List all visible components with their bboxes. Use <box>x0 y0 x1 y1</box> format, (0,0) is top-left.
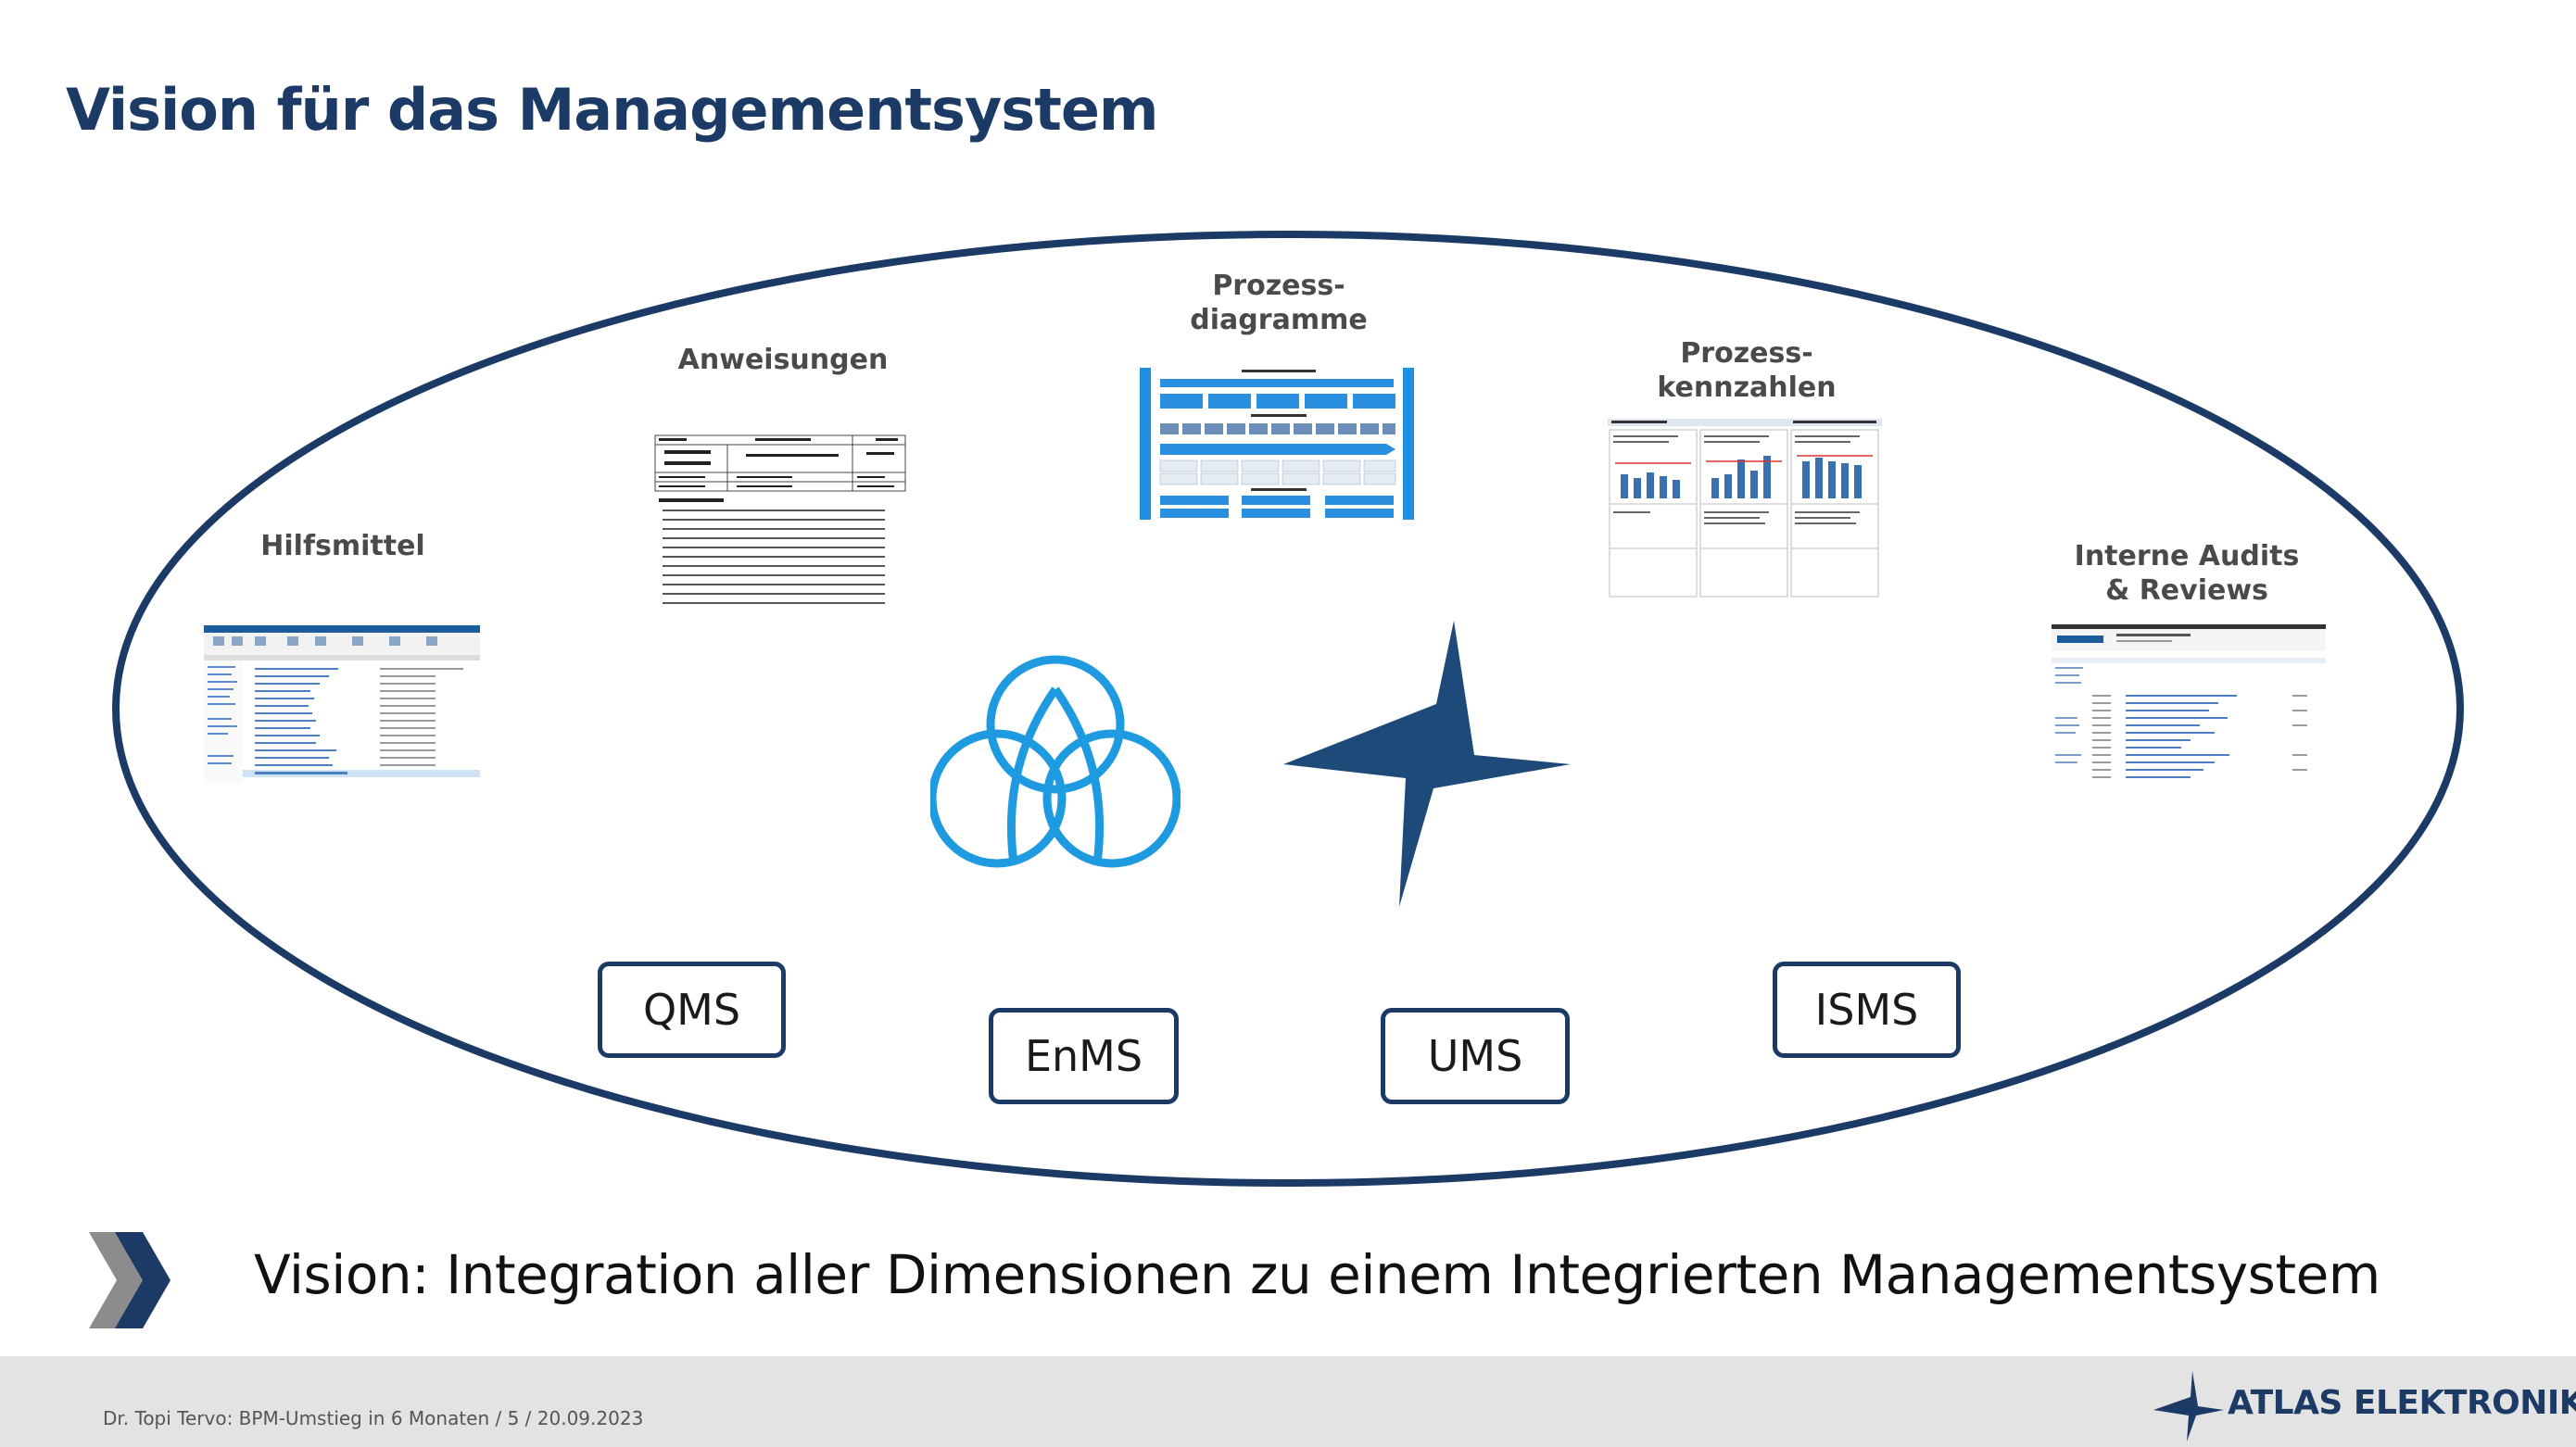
vision-statement: Vision: Integration aller Dimensionen zu… <box>254 1243 2380 1306</box>
enms-button[interactable]: EnMS <box>989 1008 1179 1104</box>
prozessdiagramme-thumbnail <box>1140 366 1414 522</box>
lightning-star-icon <box>1283 621 1571 907</box>
hilfsmittel-thumbnail <box>204 625 480 783</box>
footer-band <box>0 1356 2576 1447</box>
qms-button[interactable]: QMS <box>598 962 786 1058</box>
venn-circles-icon <box>930 655 1181 868</box>
chevron-right-icon <box>89 1232 170 1328</box>
prozesskennzahlen-thumbnail <box>1608 419 1882 600</box>
label-prozessdiagramme: Prozess- diagramme <box>1190 270 1368 336</box>
ums-button[interactable]: UMS <box>1381 1008 1570 1104</box>
label-interne-audits: Interne Audits & Reviews <box>2074 540 2300 607</box>
label-hilfsmittel: Hilfsmittel <box>260 530 425 562</box>
label-prozesskennzahlen: Prozess- kennzahlen <box>1657 337 1837 404</box>
audits-thumbnail <box>2052 624 2326 806</box>
atlas-logo-icon <box>2153 1371 2224 1441</box>
isms-button[interactable]: ISMS <box>1773 962 1961 1058</box>
footer-text: Dr. Topi Tervo: BPM-Umstieg in 6 Monaten… <box>103 1407 644 1429</box>
slide-title: Vision für das Managementsystem <box>66 76 1158 144</box>
label-anweisungen: Anweisungen <box>677 344 889 376</box>
anweisungen-thumbnail <box>653 434 915 606</box>
company-logo-text: ATLAS ELEKTRONIK <box>2228 1384 2576 1422</box>
